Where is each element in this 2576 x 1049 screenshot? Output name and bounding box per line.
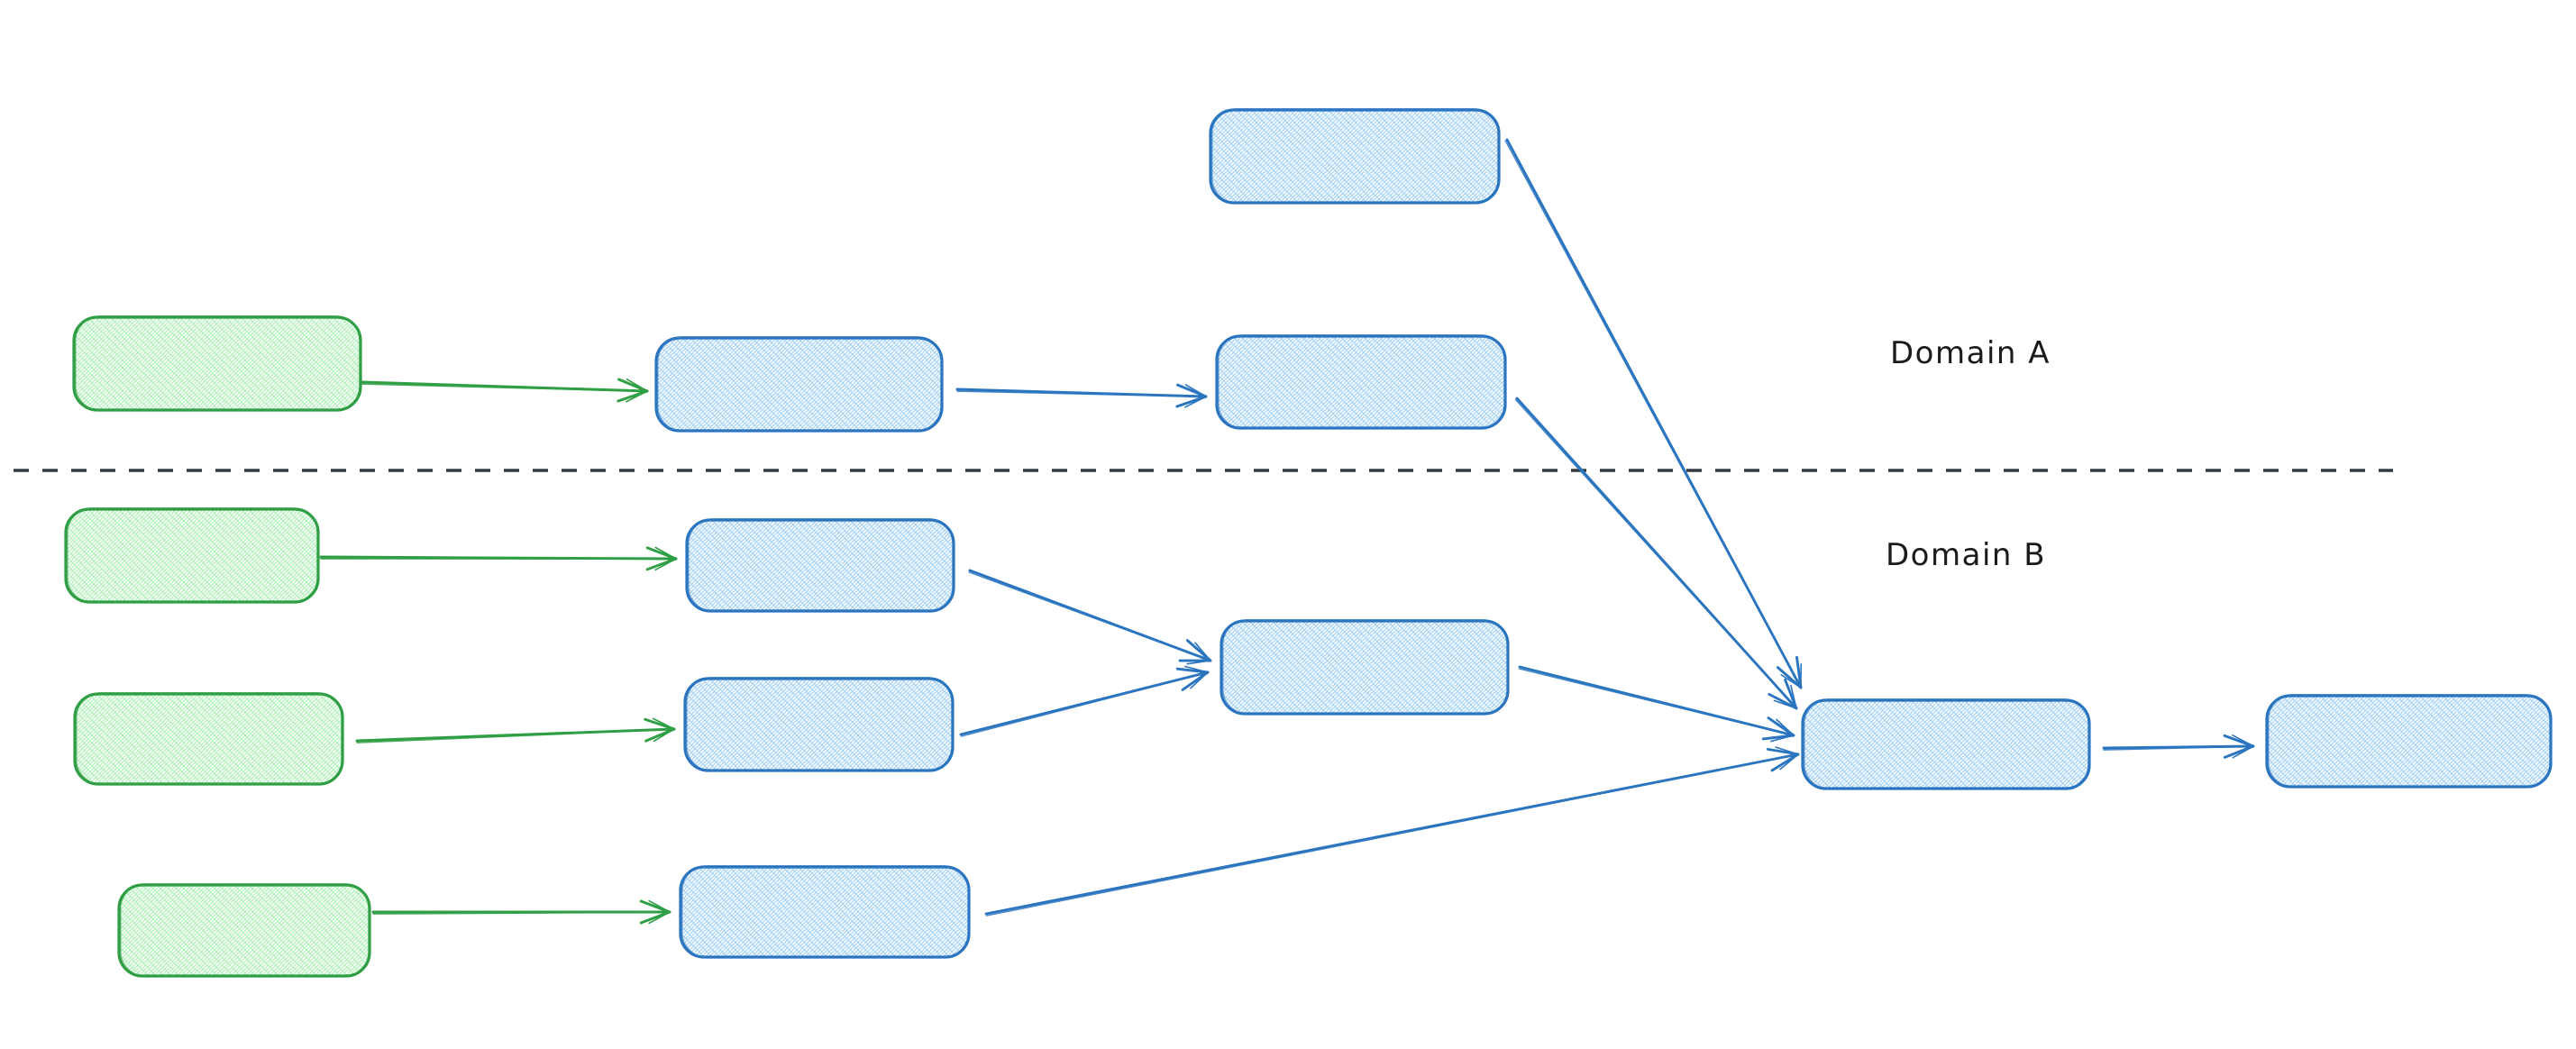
edge-source-b1-to-stage-b1 bbox=[319, 546, 678, 571]
edge-source-b3-to-stage-b3 bbox=[371, 899, 671, 925]
node-source-b2 bbox=[73, 691, 344, 786]
edge-stage-a1-to-stage-a2 bbox=[955, 383, 1208, 408]
node-hub bbox=[1801, 698, 2091, 790]
node-stage-a1 bbox=[654, 335, 944, 433]
domain-b-label: Domain B bbox=[1886, 537, 2046, 573]
edge-source-b2-to-stage-b2 bbox=[355, 717, 676, 743]
node-stage-b2 bbox=[683, 676, 955, 772]
node-stage-b1 bbox=[685, 517, 955, 613]
edge-hub-to-output bbox=[2102, 734, 2255, 759]
node-input-top bbox=[1209, 107, 1501, 205]
node-merge-b bbox=[1219, 618, 1510, 716]
node-source-b3 bbox=[117, 882, 371, 978]
edge-stage-b1-to-merge-b bbox=[968, 569, 1212, 665]
edge-stage-b3-to-hub bbox=[984, 746, 1800, 917]
domain-a-label: Domain A bbox=[1890, 335, 2051, 371]
node-stage-a2 bbox=[1215, 333, 1507, 430]
edge-source-a-to-stage-a1 bbox=[361, 378, 649, 403]
edge-stage-a2-to-hub bbox=[1514, 397, 1798, 710]
edge-input-top-to-hub bbox=[1504, 138, 1803, 689]
node-output bbox=[2265, 693, 2553, 789]
node-stage-b3 bbox=[679, 864, 971, 959]
node-source-b1 bbox=[64, 506, 320, 604]
node-source-a bbox=[72, 315, 362, 412]
edge-stage-b2-to-merge-b bbox=[959, 665, 1210, 737]
edge-merge-b-to-hub bbox=[1518, 665, 1795, 743]
